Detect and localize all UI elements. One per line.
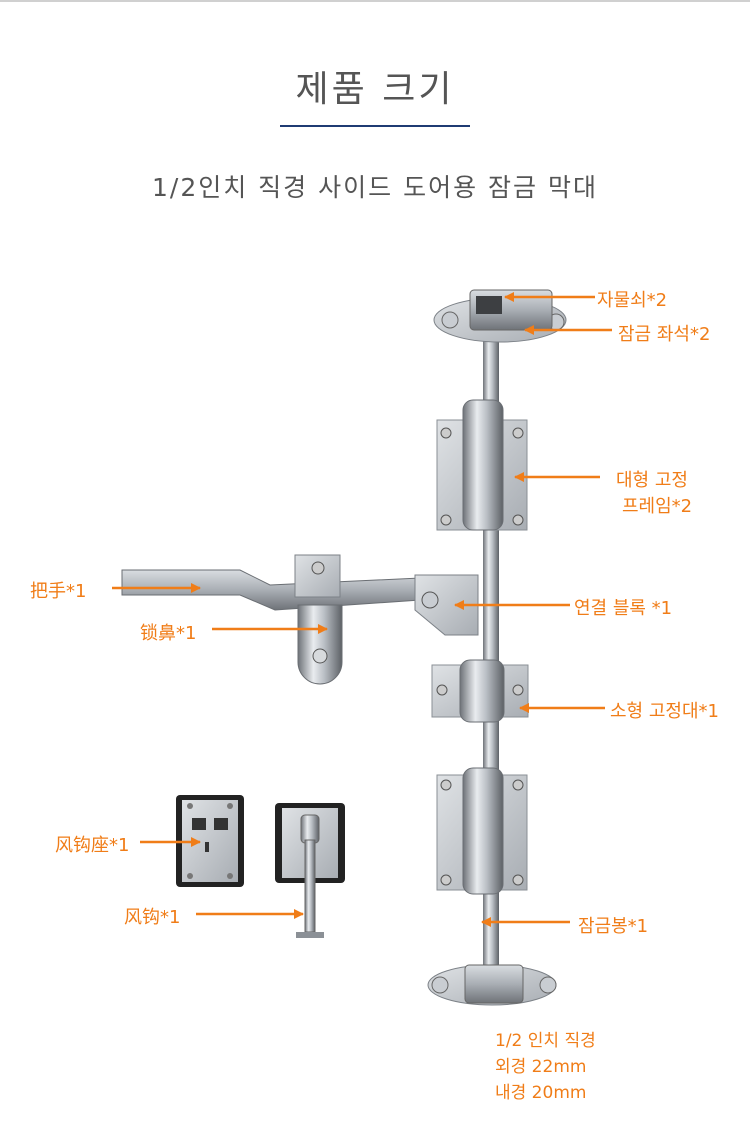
label-handle: 把手*1 xyxy=(30,581,87,602)
label-wind-hook: 风钩*1 xyxy=(124,907,181,928)
large-frame-top xyxy=(436,399,528,531)
label-small-bracket: 소형 고정대*1 xyxy=(610,701,719,722)
top-divider xyxy=(0,0,750,2)
handle xyxy=(121,554,421,611)
label-lock-nose: 锁鼻*1 xyxy=(140,623,197,644)
label-large-frame-1: 대형 고정 xyxy=(616,470,688,491)
label-large-frame-2: 프레임*2 xyxy=(622,496,693,517)
spec-outer-diameter: 외경 22mm xyxy=(495,1057,587,1077)
page-title: 제품 크기 xyxy=(295,69,455,110)
label-cam-keeper: 자물쇠*2 xyxy=(597,290,668,311)
lock-nose xyxy=(297,604,343,685)
spec-inner-diameter: 내경 20mm xyxy=(495,1083,587,1103)
spec-diameter: 1/2 인치 직경 xyxy=(495,1031,596,1051)
label-lock-seat: 잠금 좌석*2 xyxy=(618,324,711,345)
large-frame-bottom xyxy=(436,767,528,895)
leader-lines xyxy=(112,292,612,927)
label-wind-hook-seat: 风钩座*1 xyxy=(55,835,130,856)
small-bracket xyxy=(431,659,529,723)
connector-block xyxy=(414,574,479,636)
label-connector-block: 연결 블록 *1 xyxy=(574,598,673,619)
label-lock-rod: 잠금봉*1 xyxy=(578,916,649,937)
wind-hook xyxy=(275,803,345,938)
page-subtitle: 1/2인치 직경 사이드 도어용 잠금 막대 xyxy=(152,173,598,202)
title-underline xyxy=(280,125,470,127)
bottom-lock-seat xyxy=(427,964,557,1006)
